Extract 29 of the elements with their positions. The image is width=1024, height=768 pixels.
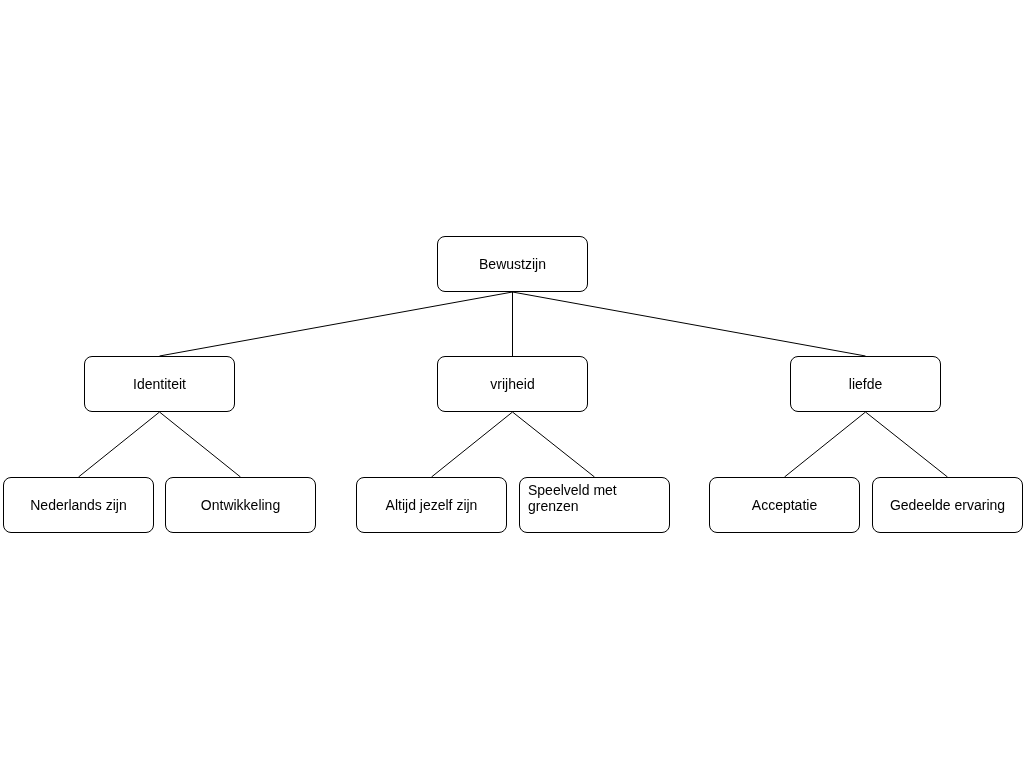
node-label: Identiteit <box>133 376 186 392</box>
process-box <box>519 477 670 533</box>
node-label: Nederlands zijn <box>30 497 127 513</box>
connector-line <box>512 291 513 357</box>
node-label: vrijheid <box>490 376 535 392</box>
process-box <box>165 477 316 533</box>
process-box <box>709 477 860 533</box>
node-label: Altijd jezelf zijn <box>385 497 478 513</box>
node-label: Acceptatie <box>751 497 818 513</box>
connector-line <box>431 411 513 478</box>
process-box <box>3 477 154 533</box>
connector-line <box>865 411 948 478</box>
connector-line <box>512 411 595 478</box>
process-box <box>437 356 588 412</box>
process-box <box>437 236 588 292</box>
node-label: liefde <box>848 376 883 392</box>
node-label: Gedeelde ervaring <box>889 497 1006 513</box>
node-label: Bewustzijn <box>479 256 546 272</box>
node-label: Ontwikkeling <box>200 497 281 513</box>
process-box <box>790 356 941 412</box>
connector-line <box>159 291 513 357</box>
node-label: Speelveld met grenzen <box>528 482 618 514</box>
connector-line <box>78 411 160 478</box>
process-box <box>84 356 235 412</box>
connector-line <box>784 411 866 478</box>
process-box <box>356 477 507 533</box>
connector-line <box>159 411 241 478</box>
connector-line <box>512 291 866 357</box>
process-box <box>872 477 1023 533</box>
